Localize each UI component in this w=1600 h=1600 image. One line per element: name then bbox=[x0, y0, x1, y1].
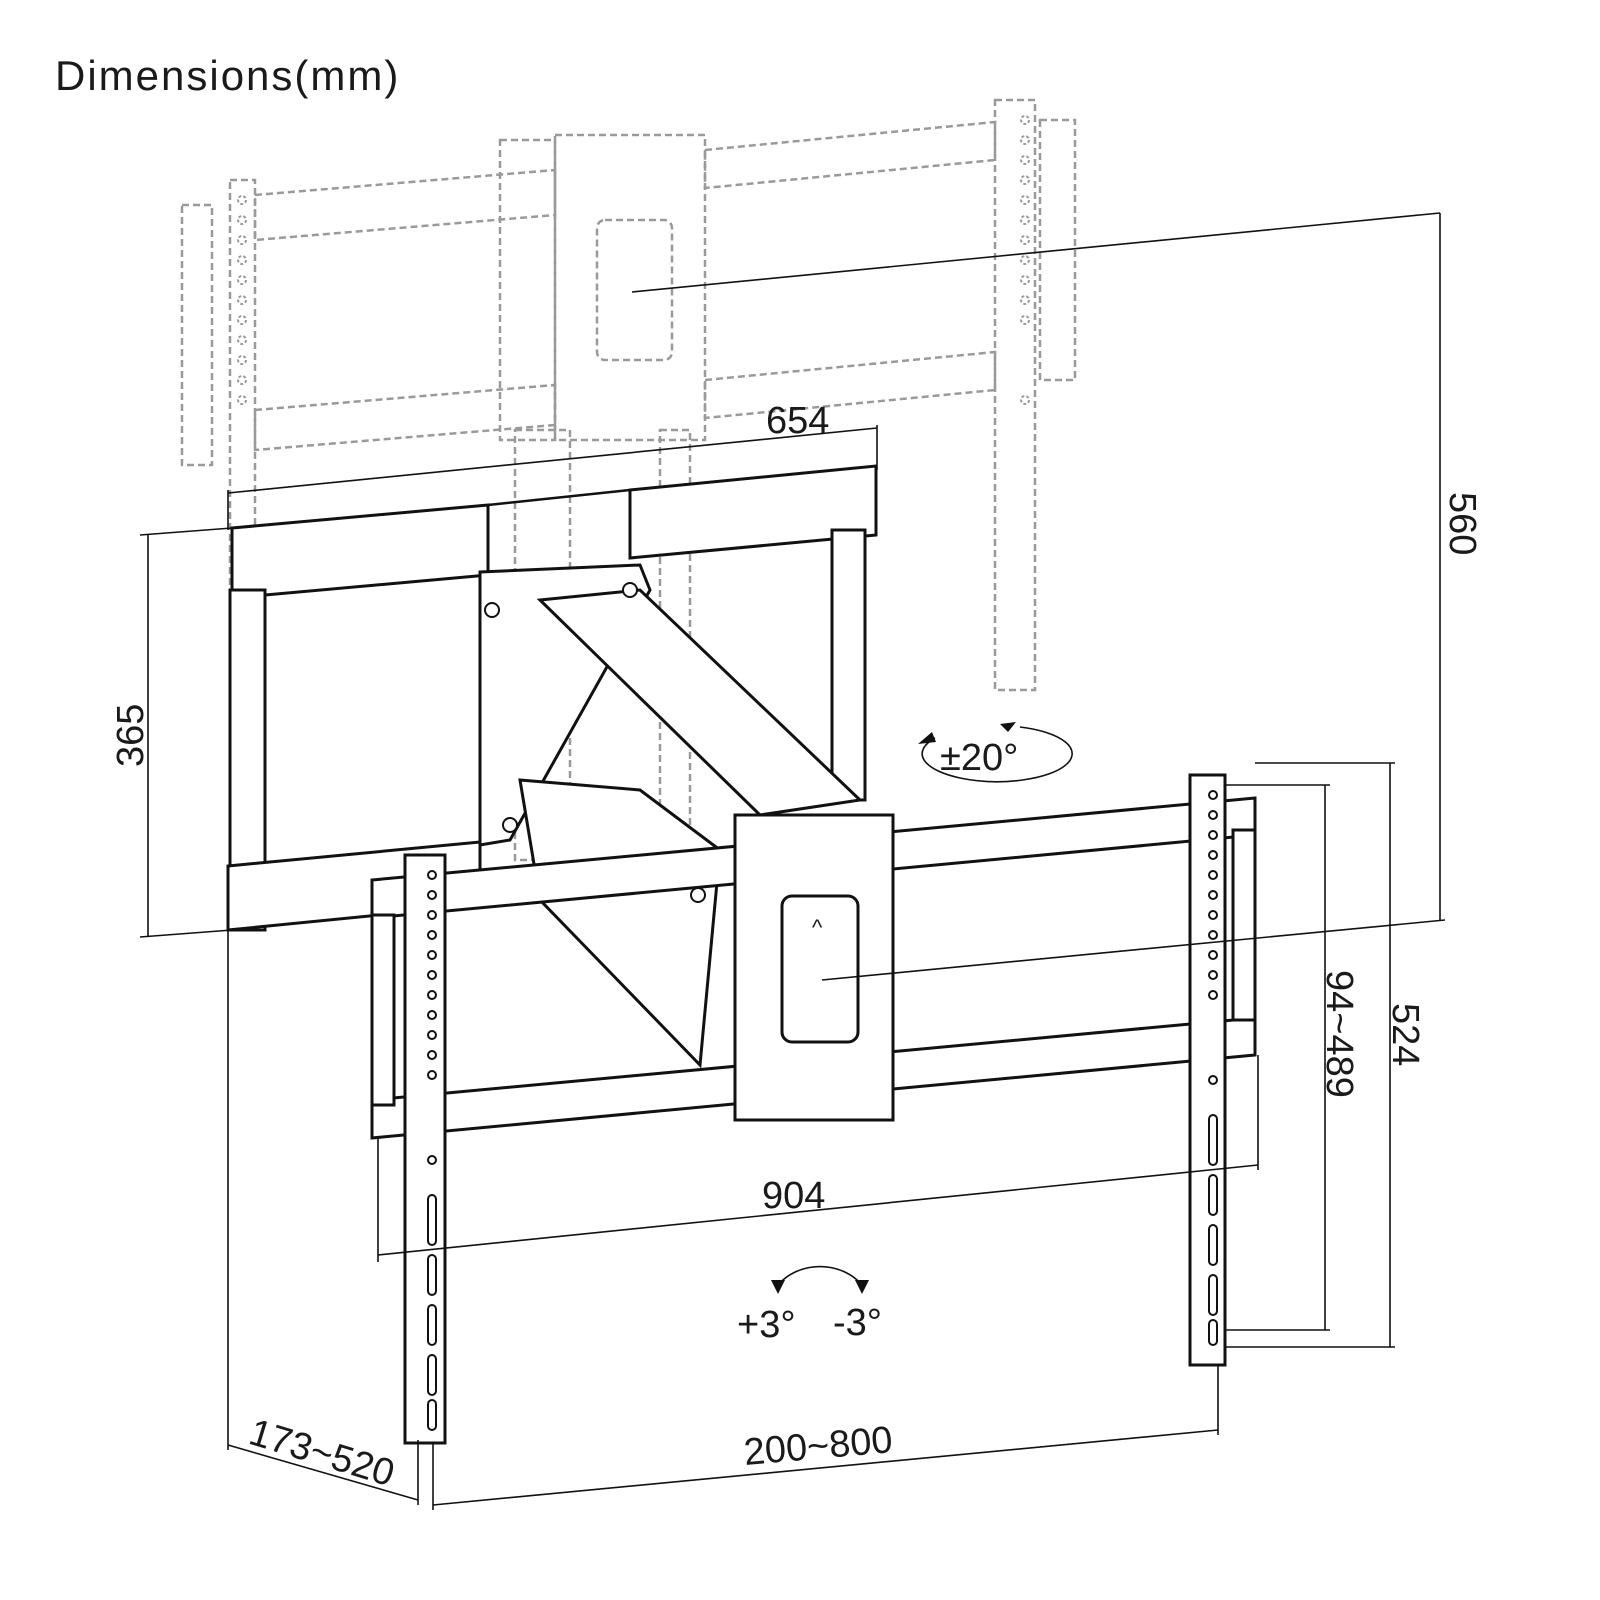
tilt-indicator bbox=[771, 1265, 869, 1294]
dim-arm-width: 654 bbox=[766, 400, 829, 442]
ghost-rail-holes bbox=[237, 115, 1030, 405]
dim-total-height: 560 bbox=[1441, 492, 1483, 555]
swivel-arrow-icon bbox=[921, 726, 1073, 783]
page-title: Dimensions(mm) bbox=[55, 52, 400, 99]
dim-bracket-width: 904 bbox=[762, 1175, 825, 1217]
dim-wall-distance: 173~520 bbox=[244, 1411, 399, 1495]
tilt-arrow-icon bbox=[777, 1265, 863, 1286]
rail-holes bbox=[427, 790, 1218, 1431]
dim-horizontal-hole-range: 200~800 bbox=[742, 1419, 894, 1474]
dim-tilt-down: -3° bbox=[833, 1302, 882, 1344]
tv-bracket: ^ bbox=[370, 773, 1257, 1445]
dim-bracket-height: 524 bbox=[1384, 1003, 1426, 1066]
dim-swivel: ±20° bbox=[940, 737, 1018, 779]
dimension-lines bbox=[139, 212, 1446, 1510]
dim-arm-height: 365 bbox=[110, 704, 152, 767]
swivel-indicator bbox=[918, 722, 1073, 783]
dim-vertical-hole-range: 94~489 bbox=[1318, 970, 1360, 1098]
up-arrow-icon: ^ bbox=[812, 915, 823, 940]
dim-tilt-up: +3° bbox=[737, 1304, 796, 1346]
